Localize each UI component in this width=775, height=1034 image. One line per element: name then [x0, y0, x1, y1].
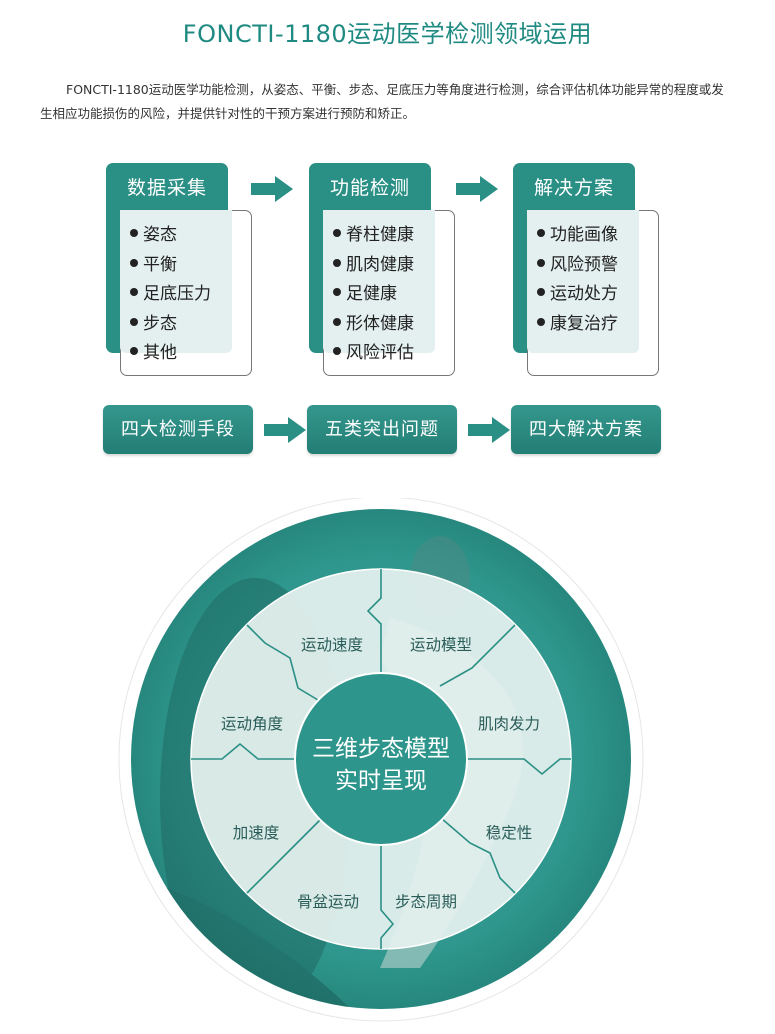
bullet-icon: [130, 347, 138, 355]
segment-label: 步态周期: [395, 893, 457, 911]
arrow-right-icon: [264, 417, 306, 443]
bullet-icon: [130, 288, 138, 296]
segment-dividers: [191, 569, 571, 949]
list-item: 足健康: [333, 280, 414, 310]
bullet-icon: [537, 317, 545, 326]
center-title-line2: 实时呈现: [335, 768, 427, 794]
bullet-icon: [537, 229, 545, 237]
center-title-line1: 三维步态模型: [312, 736, 450, 762]
card-function-test: 功能检测 脊柱健康 肌肉健康 足健康 形体健康 风险评估: [309, 163, 467, 378]
list-item: 运动处方: [537, 280, 618, 310]
segment-label: 加速度: [233, 824, 280, 842]
list-item: 康复治疗: [537, 310, 618, 340]
list-item: 平衡: [130, 251, 211, 281]
segment-label: 肌肉发力: [478, 715, 540, 733]
list-item: 风险预警: [537, 251, 618, 281]
card-title: 解决方案: [533, 177, 614, 199]
card-title: 数据采集: [126, 177, 207, 199]
segment-label: 运动速度: [301, 636, 363, 654]
bullet-icon: [130, 258, 138, 267]
list-item: 风险评估: [333, 339, 414, 369]
bullet-icon: [333, 258, 341, 267]
list-item: 脊柱健康: [333, 221, 414, 251]
arrow-right-icon: [251, 176, 293, 202]
card-data-collection: 数据采集 姿态 平衡 足底压力 步态 其他: [106, 163, 264, 378]
bullet-icon: [333, 347, 341, 355]
list-item: 步态: [130, 310, 211, 340]
list-item: 肌肉健康: [333, 251, 414, 281]
bullet-icon: [333, 229, 341, 237]
list-item: 功能画像: [537, 221, 618, 251]
page-title: FONCTI-1180运动医学检测领域运用: [182, 20, 593, 48]
card-solutions: 解决方案 功能画像 风险预警 运动处方 康复治疗: [513, 163, 671, 378]
card-list: 姿态 平衡 足底压力 步态 其他: [130, 221, 211, 369]
bullet-icon: [130, 229, 138, 237]
bullet-icon: [333, 317, 341, 326]
bullet-icon: [537, 288, 545, 296]
card-list: 脊柱健康 肌肉健康 足健康 形体健康 风险评估: [333, 221, 414, 369]
segment-label: 稳定性: [486, 824, 533, 842]
bullet-icon: [130, 317, 138, 326]
pill-four-solutions: 四大解决方案: [511, 405, 661, 454]
pill-five-issues: 五类突出问题: [307, 405, 457, 454]
arrow-right-icon: [468, 417, 510, 443]
gait-model-wheel: 三维步态模型 实时呈现 运动速度 运动模型 肌肉发力 稳定性 步态周期 骨盆运动…: [118, 498, 644, 1022]
segment-label: 骨盆运动: [297, 893, 359, 911]
card-title: 功能检测: [329, 177, 410, 199]
pill-four-methods: 四大检测手段: [103, 405, 253, 454]
wheel-center: [294, 672, 468, 846]
card-list: 功能画像 风险预警 运动处方 康复治疗: [537, 221, 618, 339]
intro-paragraph: FONCTI-1180运动医学功能检测，从姿态、平衡、步态、足底压力等角度进行检…: [40, 82, 724, 121]
list-item: 足底压力: [130, 280, 211, 310]
bullet-icon: [333, 288, 341, 296]
segment-label: 运动模型: [410, 636, 472, 654]
list-item: 姿态: [130, 221, 211, 251]
segment-label: 运动角度: [221, 715, 283, 733]
arrow-right-icon: [456, 176, 498, 202]
list-item: 形体健康: [333, 310, 414, 340]
bullet-icon: [537, 258, 545, 267]
list-item: 其他: [130, 339, 211, 369]
